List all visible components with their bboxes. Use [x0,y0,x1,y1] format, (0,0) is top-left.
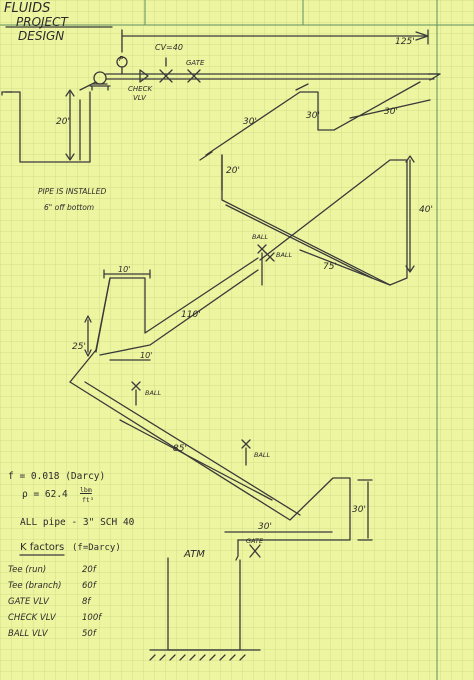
kfactor-name: CHECK VLV [8,613,56,623]
dim-110-label: 110' [181,310,201,320]
dim-30-vert-label: 30' [306,111,320,121]
title-line1: FLUIDS [4,1,51,16]
dim-20-mid-label: 20' [226,166,240,176]
kfactor-row: Tee (run) 20f [8,566,118,582]
density-note: ρ = 62.4 [22,489,68,500]
kfactor-row: CHECK VLV 100f [8,614,118,630]
kfactor-name: GATE VLV [8,597,49,607]
ball-lower-label: BALL [254,451,271,459]
kfactor-value: 20f [82,565,96,575]
kfactor-name: BALL VLV [8,629,48,639]
pipe-note-1: PIPE IS INSTALLED [38,187,107,196]
dim-75-label: 75' [323,262,337,272]
kfactor-name: Tee (run) [8,565,47,575]
dim-30-left-label: 30' [243,117,257,127]
kfactor-row: Tee (branch) 60f [8,582,118,598]
gate-label-top: GATE [186,59,205,67]
kfactors-note: (f=Darcy) [72,543,121,553]
check-vlv-label-1: CHECK [128,85,153,93]
dim-40-label: 40' [419,205,433,215]
kfactor-value: 60f [82,581,96,591]
density-unit-num: lbm [80,486,92,494]
dim-10-bottom-label: 10' [140,351,153,360]
title-line2: PROJECT [16,15,68,29]
cv-label: CV=40 [155,43,183,52]
piping-sketch [1,26,441,661]
kfactor-value: 50f [82,629,96,639]
kfactor-value: 8f [82,597,91,607]
dim-30-horiz-lower-label: 30' [258,522,272,532]
density-unit-den: ft³ [82,496,94,504]
kfactor-table: Tee (run) 20f Tee (branch) 60f GATE VLV … [8,566,118,646]
ball-upper-1-label: BALL [252,233,269,241]
kfactors-title: K factors [20,542,65,553]
gate-lower-label: GATE [246,537,264,545]
ball-mid-label: BALL [145,389,162,397]
kfactor-row: GATE VLV 8f [8,598,118,614]
dim-125-label: 125' [395,37,415,47]
kfactor-row: BALL VLV 50f [8,630,118,646]
dim-25-label: 25' [72,342,86,352]
atm-label: ATM [184,549,205,560]
pump-tag: P [119,55,124,63]
darcy-f-note: f = 0.018 (Darcy) [8,471,106,482]
pipe-note-2: 6" off bottom [44,203,95,212]
dim-30-right-label: 30' [384,107,398,117]
all-pipe-note: ALL pipe - 3" SCH 40 [20,517,135,528]
ball-upper-2-label: BALL [276,251,293,259]
dim-30-vert-lower-label: 30' [352,505,366,515]
dim-10-top-label: 10' [118,265,131,274]
title-line3: DESIGN [18,29,65,43]
check-vlv-label-2: VLV [133,94,146,102]
dim-85-label: 85' [173,444,187,454]
kfactor-name: Tee (branch) [8,581,62,591]
source-tank [1,91,91,163]
dim-20-tank-label: 20' [56,117,70,127]
kfactor-value: 100f [82,613,102,623]
